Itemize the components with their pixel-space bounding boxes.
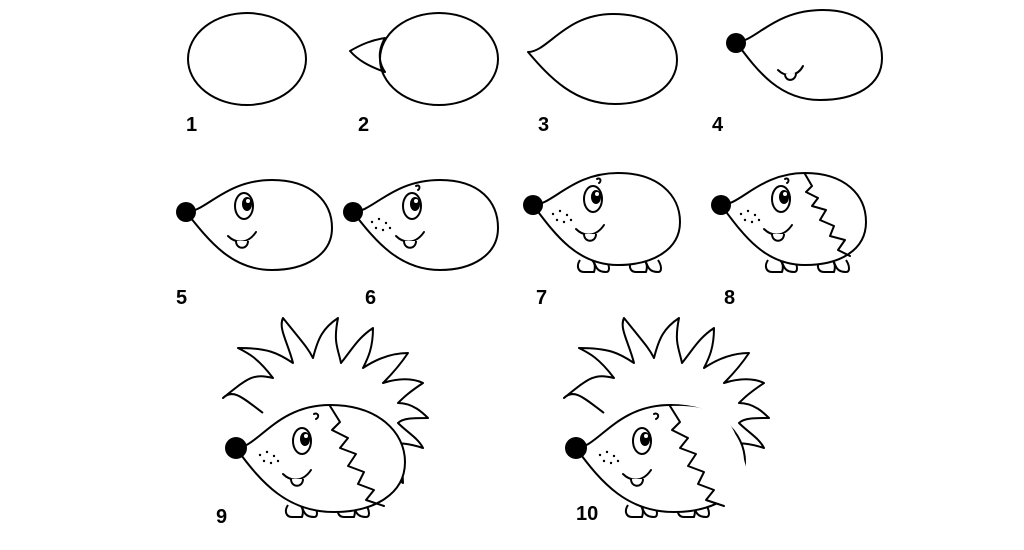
step-6-label: 6	[365, 287, 376, 309]
step-7-label: 7	[536, 287, 547, 309]
step-5-drawing	[176, 179, 333, 271]
step-8-label: 8	[724, 287, 735, 309]
step-10-label: 10	[576, 503, 598, 525]
step-2-label: 2	[358, 114, 369, 136]
step-7-drawing	[523, 172, 681, 273]
step-10-drawing	[563, 317, 770, 518]
step-4-label: 4	[712, 114, 724, 136]
step-8-drawing	[711, 172, 867, 273]
step-1-label: 1	[186, 114, 197, 136]
step-3-drawing	[527, 13, 678, 105]
step-9-label: 9	[216, 506, 227, 528]
step-4-drawing	[726, 9, 883, 101]
step-5-label: 5	[176, 287, 187, 309]
step-9-drawing	[222, 317, 429, 518]
step-6-drawing	[343, 179, 499, 271]
step-1-drawing	[187, 12, 307, 106]
step-2-drawing	[349, 12, 499, 106]
step-3-label: 3	[538, 114, 549, 136]
